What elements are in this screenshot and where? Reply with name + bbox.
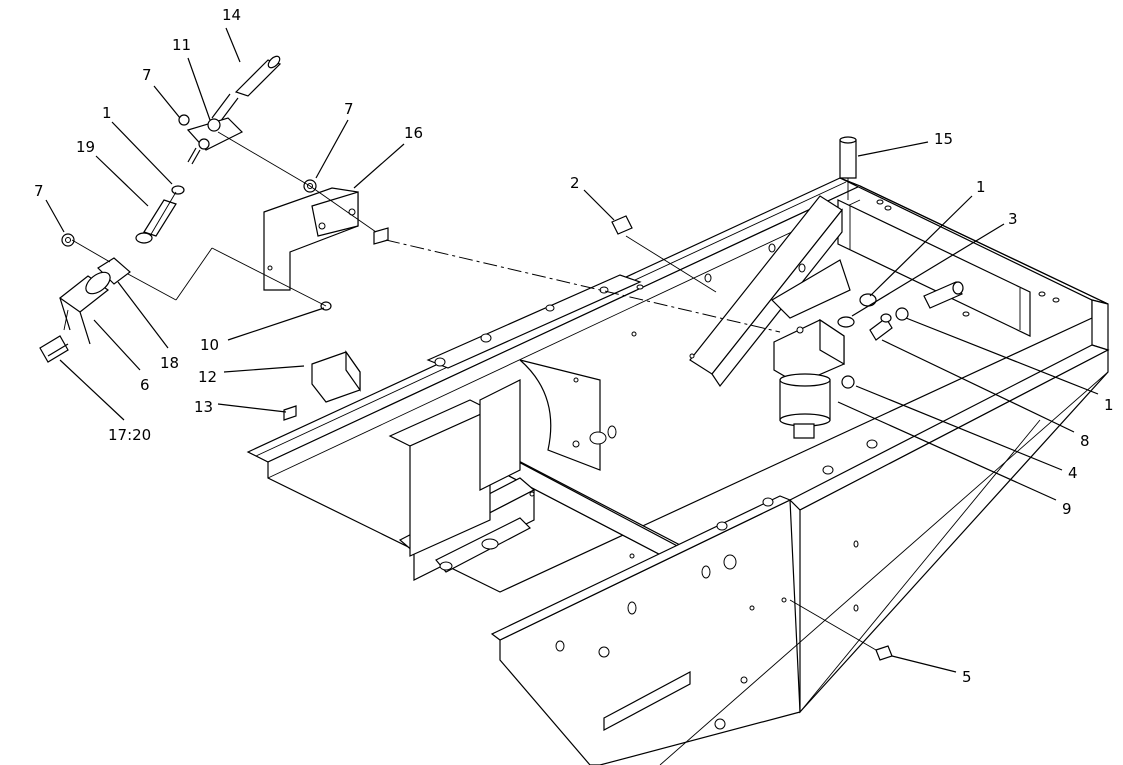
callout-5: 5	[962, 668, 972, 686]
callout-11: 11	[172, 36, 191, 54]
fitting-8	[869, 313, 893, 341]
clamp-1c	[895, 307, 909, 321]
frame-holes	[434, 199, 1060, 730]
relay-12	[311, 350, 361, 403]
leader-lines	[45, 27, 1099, 673]
callout-12: 12	[198, 368, 217, 386]
callout-8: 8	[1080, 432, 1090, 450]
nut-4	[841, 375, 855, 389]
callout-15: 15	[934, 130, 953, 148]
callout-14: 14	[222, 6, 241, 24]
bolt-bracket	[373, 227, 389, 245]
assembly-lines	[63, 131, 781, 333]
nut-7c	[61, 233, 75, 247]
hose-right	[923, 281, 964, 309]
water-separator-9	[773, 318, 845, 439]
callout-1: 1	[1104, 396, 1114, 414]
screw-13	[283, 405, 297, 421]
bracket-16	[263, 187, 359, 291]
callout-2: 2	[570, 174, 580, 192]
clamp-1a	[171, 185, 185, 195]
fuel-filter-6	[58, 271, 111, 345]
callout-labels: 14 11 7 7 16 1 19 7 15 2 1 3 10 12 18 6 …	[34, 6, 1114, 686]
callout-19: 19	[76, 138, 95, 156]
hose-17-20	[39, 335, 69, 363]
fitting	[135, 232, 153, 244]
hose-19	[143, 199, 177, 237]
callout-3: 3	[1008, 210, 1018, 228]
callout-9: 9	[1062, 500, 1072, 518]
nut-7a	[178, 114, 190, 126]
callout-7: 7	[142, 66, 152, 84]
callout-7: 7	[34, 182, 44, 200]
callout-18: 18	[160, 354, 179, 372]
callout-4: 4	[1068, 464, 1078, 482]
hose-14	[211, 55, 282, 123]
callout-10: 10	[200, 336, 219, 354]
valve-11	[186, 117, 244, 165]
chassis-frame	[246, 177, 1110, 765]
callout-17-20: 17:20	[108, 426, 151, 444]
bolt-2	[611, 215, 633, 235]
callout-13: 13	[194, 398, 213, 416]
callout-6: 6	[140, 376, 150, 394]
hose-15	[839, 136, 857, 200]
callout-16: 16	[404, 124, 423, 142]
callout-7: 7	[344, 100, 354, 118]
fitting-1-3	[837, 293, 877, 328]
callout-1: 1	[976, 178, 986, 196]
callout-1: 1	[102, 104, 112, 122]
